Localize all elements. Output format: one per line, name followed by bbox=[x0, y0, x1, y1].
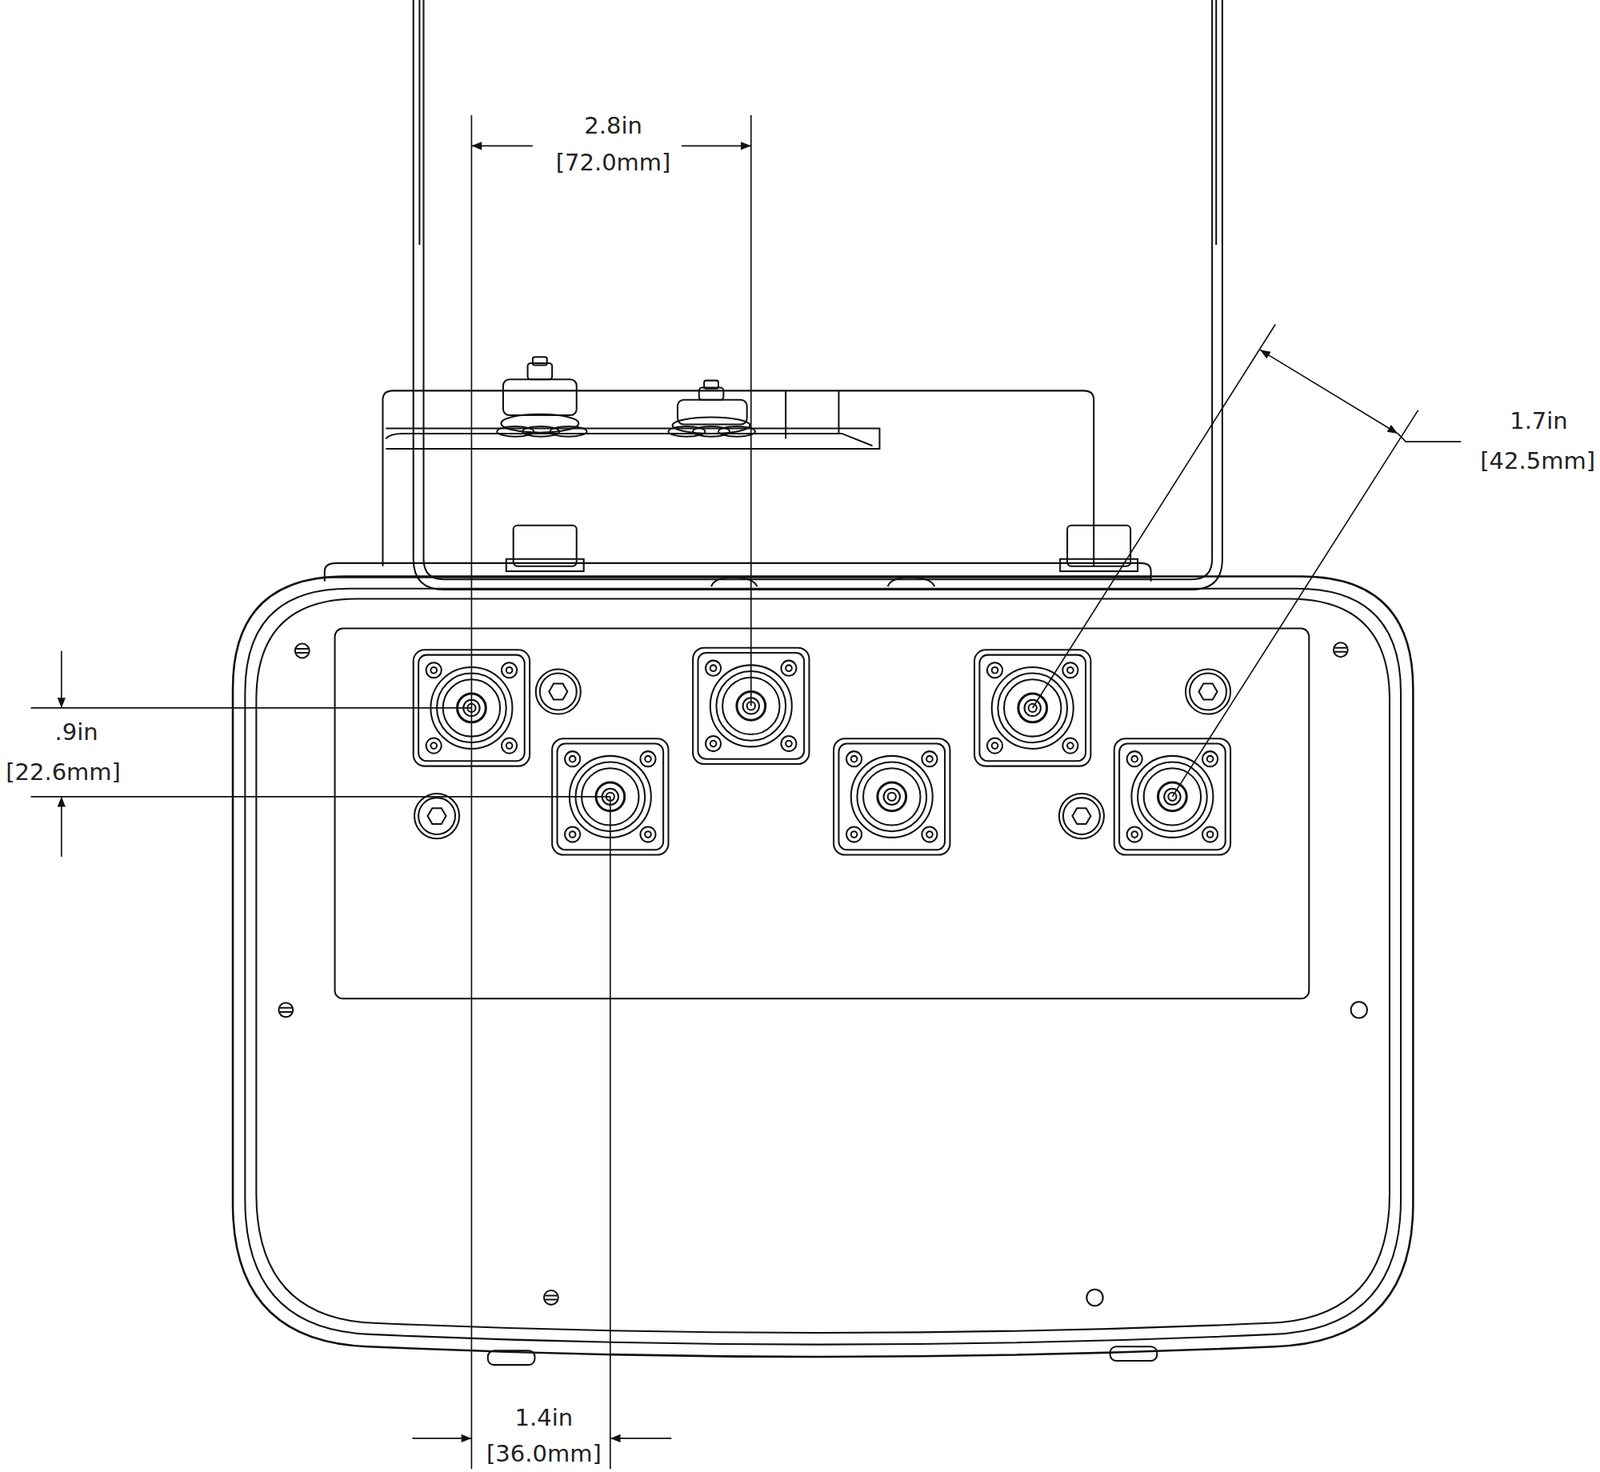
housing bbox=[232, 576, 1413, 1365]
dimension: 1.7in bbox=[1508, 408, 1570, 435]
top-module bbox=[324, 356, 1152, 587]
dimension-metric: [22.6mm] bbox=[4, 760, 123, 786]
dimension: .9in bbox=[53, 720, 100, 746]
top-knob bbox=[496, 356, 587, 436]
hex-bolts bbox=[414, 668, 1231, 839]
dimension: 1.4in bbox=[513, 1405, 576, 1432]
dimension-lines bbox=[31, 115, 1462, 1469]
dimension-metric: [42.5mm] bbox=[1478, 448, 1597, 475]
top-knob bbox=[668, 380, 756, 437]
dimension-metric: [36.0mm] bbox=[484, 1441, 604, 1468]
dimension: 2.8in bbox=[582, 113, 644, 140]
panel-screws bbox=[278, 642, 1368, 1306]
dimension-metric: [72.0mm] bbox=[554, 150, 673, 176]
mounting-bracket bbox=[413, 0, 1223, 590]
connectors bbox=[413, 648, 1231, 856]
